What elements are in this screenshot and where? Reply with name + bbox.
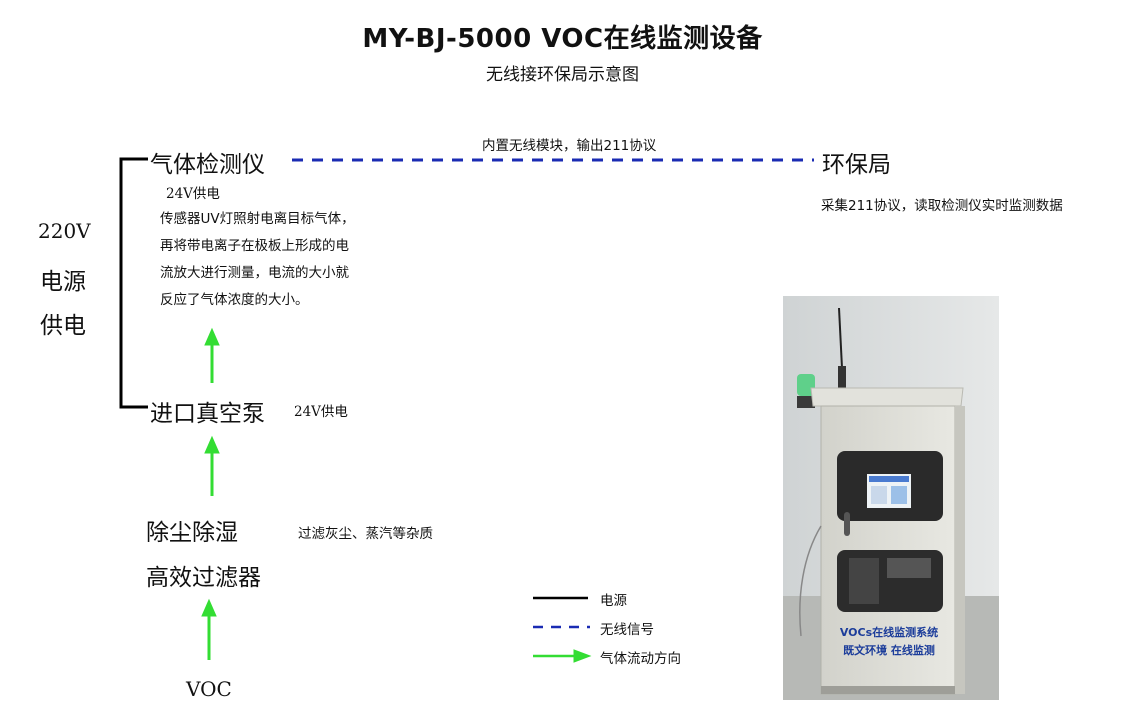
detector-power-label: 24V供电 bbox=[166, 186, 220, 202]
cabinet-panel-text-2: 既文环境 在线监测 bbox=[843, 643, 935, 657]
detector-node: 气体检测仪 bbox=[150, 152, 265, 178]
legend-label-flow: 气体流动方向 bbox=[600, 651, 681, 667]
filter-node-line2: 高效过滤器 bbox=[146, 565, 261, 591]
diagram-subtitle: 无线接环保局示意图 bbox=[486, 65, 639, 85]
detector-description-line: 反应了气体浓度的大小。 bbox=[160, 292, 309, 308]
flow-arrow-voc-to-filter bbox=[201, 598, 217, 660]
flow-arrow-pump-to-detector bbox=[204, 327, 220, 383]
detector-description-line: 流放大进行测量，电流的大小就 bbox=[160, 265, 349, 281]
bureau-description: 采集211协议，读取检测仪实时监测数据 bbox=[821, 198, 1063, 214]
power-supply-line2: 电源 bbox=[40, 269, 86, 295]
pump-power-label: 24V供电 bbox=[294, 404, 348, 420]
equipment-photo: VOCs在线监测系统 既文环境 在线监测 bbox=[783, 296, 999, 700]
filter-node-line1: 除尘除湿 bbox=[146, 520, 238, 546]
detector-description-line: 再将带电离子在极板上形成的电 bbox=[160, 238, 349, 254]
legend-label-wireless: 无线信号 bbox=[600, 622, 654, 638]
detector-description: 传感器UV灯照射电离目标气体， 再将带电离子在极板上形成的电 流放大进行测量，电… bbox=[160, 206, 400, 314]
diagram-title: MY-BJ-5000 VOC在线监测设备 bbox=[362, 24, 763, 54]
filter-description: 过滤灰尘、蒸汽等杂质 bbox=[298, 526, 433, 542]
bureau-node: 环保局 bbox=[822, 152, 891, 178]
legend-label-power: 电源 bbox=[600, 593, 627, 609]
detector-description-line: 传感器UV灯照射电离目标气体， bbox=[160, 211, 355, 227]
pump-node: 进口真空泵 bbox=[150, 401, 265, 427]
power-supply-voltage: 220V bbox=[38, 219, 91, 243]
flow-arrow-filter-to-pump bbox=[204, 435, 220, 496]
voc-node: VOC bbox=[186, 677, 232, 701]
power-line bbox=[119, 157, 148, 409]
cabinet-panel-text-1: VOCs在线监测系统 bbox=[840, 625, 938, 639]
wireless-link-label: 内置无线模块，输出211协议 bbox=[482, 138, 657, 154]
power-supply-line3: 供电 bbox=[40, 313, 86, 339]
legend-arrow bbox=[533, 649, 592, 663]
